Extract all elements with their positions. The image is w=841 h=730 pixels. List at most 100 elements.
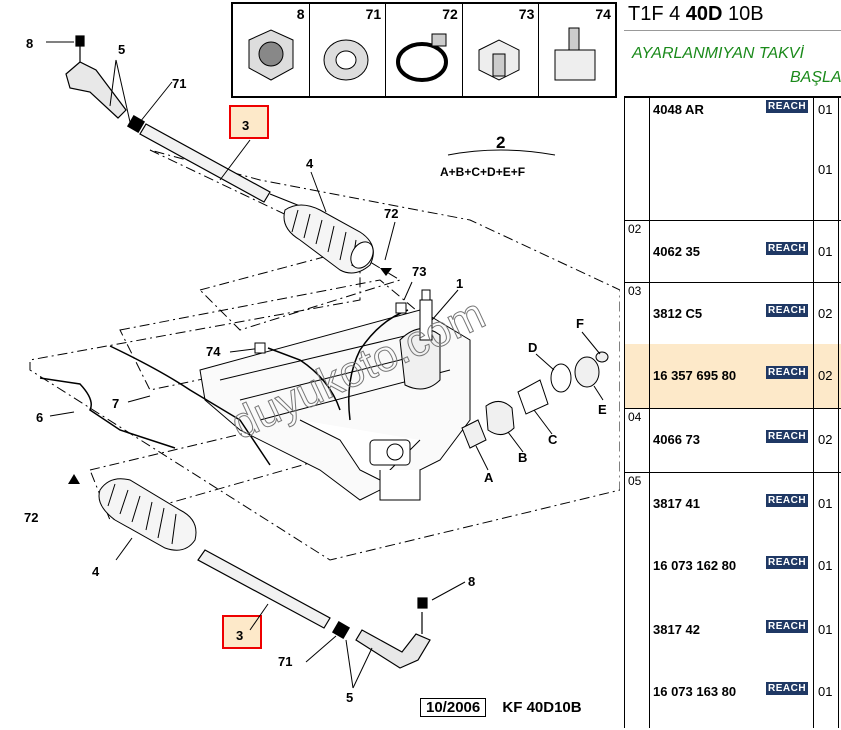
nut-icon xyxy=(248,29,294,81)
lower-boot xyxy=(98,478,197,551)
parts-group-highlighted: 16 357 695 80 REACH 02 xyxy=(624,344,841,409)
reach-badge: REACH xyxy=(766,494,809,507)
header-line-2: BAŞLA xyxy=(790,69,841,86)
part-qty: 01 xyxy=(818,244,833,259)
callout-label: 72 xyxy=(384,206,398,221)
parts-group: 03 3812 C5 REACH 02 xyxy=(624,282,841,344)
callout-label: F xyxy=(576,316,584,331)
part-qty: 01 xyxy=(818,496,833,511)
clip-icon xyxy=(478,39,520,81)
thumbnail-74[interactable]: 74 xyxy=(539,4,615,96)
callout-label: D xyxy=(528,340,537,355)
panel-header: AYARLANMIYAN TAKVİ BAŞLA xyxy=(624,30,841,97)
callout-label: 4 xyxy=(92,564,100,579)
group-number: 03 xyxy=(628,284,642,298)
part-qty: 02 xyxy=(818,306,833,321)
part-number[interactable]: 4048 AR xyxy=(653,102,704,117)
fastener-thumbnails: 8 71 72 73 74 xyxy=(231,2,617,98)
thumbnail-71[interactable]: 71 xyxy=(310,4,387,96)
callout-label: C xyxy=(548,432,558,447)
column-rule xyxy=(649,96,650,728)
callout-3-upper-box[interactable] xyxy=(229,105,269,139)
title-part-b: 40D xyxy=(685,3,723,25)
steering-gear-housing xyxy=(199,289,471,501)
callout-label: A xyxy=(484,470,494,485)
leader-lines xyxy=(46,41,604,689)
callout-label: 8 xyxy=(26,36,33,51)
group-number: 02 xyxy=(628,222,642,236)
arrow-marker xyxy=(68,474,80,484)
thumbnail-number: 73 xyxy=(518,6,535,22)
title-part-a: T1F 4 xyxy=(628,3,686,25)
header-line-1: AYARLANMIYAN TAKVİ xyxy=(632,45,804,62)
callout-label: 7 xyxy=(112,396,119,411)
part-number[interactable]: 16 073 162 80 xyxy=(653,558,737,573)
parts-table xyxy=(624,96,841,730)
part-number[interactable]: 4066 73 xyxy=(653,432,700,447)
group-number: 05 xyxy=(628,474,642,488)
thumbnail-73[interactable]: 73 xyxy=(463,4,540,96)
part-number[interactable]: 3812 C5 xyxy=(653,306,703,321)
part-qty: 02 xyxy=(818,368,833,383)
part-number[interactable]: 16 357 695 80 xyxy=(653,368,737,383)
title-part-c: 10B xyxy=(722,3,764,25)
callout-label: 6 xyxy=(36,410,43,425)
reach-badge: REACH xyxy=(766,682,809,695)
reach-badge: REACH xyxy=(766,366,809,379)
callout-label: 71 xyxy=(172,76,186,91)
part-qty: 02 xyxy=(818,432,833,447)
part-qty: 01 xyxy=(818,622,833,637)
diagram-footer: 10/2006 KF 40D10B xyxy=(420,698,582,717)
ring-nut-icon xyxy=(323,39,369,81)
callout-label[interactable]: 3 xyxy=(236,628,243,643)
callout-label: 5 xyxy=(346,690,353,705)
part-number[interactable]: 3817 42 xyxy=(653,622,700,637)
thumbnail-8[interactable]: 8 xyxy=(233,4,310,96)
reach-badge: REACH xyxy=(766,100,809,113)
thumbnail-number: 72 xyxy=(442,6,458,22)
part-number[interactable]: 3817 41 xyxy=(653,496,700,511)
callout-label: E xyxy=(598,402,607,417)
callout-label: 71 xyxy=(278,654,292,669)
fitting-icon xyxy=(554,27,596,81)
column-rule xyxy=(624,96,625,728)
thumbnail-number: 74 xyxy=(595,6,611,22)
callout-3-lower-box[interactable] xyxy=(222,615,262,649)
pipes xyxy=(39,309,409,466)
reach-badge: REACH xyxy=(766,556,809,569)
part-number[interactable]: 16 073 163 80 xyxy=(653,684,737,699)
group-number: 04 xyxy=(628,410,642,424)
callout-label: 1 xyxy=(456,276,463,291)
reach-badge: REACH xyxy=(766,620,809,633)
upper-boot xyxy=(283,204,374,274)
part-qty: 01 xyxy=(818,558,833,573)
footer-date: 10/2006 xyxy=(420,698,487,717)
callout-label: 73 xyxy=(412,264,426,279)
arrow-marker xyxy=(380,268,392,276)
reach-badge: REACH xyxy=(766,304,809,317)
callout-label: B xyxy=(518,450,527,465)
part-number[interactable]: 4062 35 xyxy=(653,244,700,259)
callout-label[interactable]: 3 xyxy=(242,118,249,133)
thumbnail-72[interactable]: 72 xyxy=(386,4,463,96)
column-rule xyxy=(838,96,839,728)
callout-label: 4 xyxy=(306,156,314,171)
callout-label: 8 xyxy=(468,574,475,589)
part-qty: 01 xyxy=(818,162,833,177)
upper-tie-rod xyxy=(65,35,301,207)
reach-badge: REACH xyxy=(766,242,809,255)
thumbnail-number: 8 xyxy=(296,6,305,22)
part-qty: 01 xyxy=(818,684,833,699)
callout-label: 5 xyxy=(118,42,125,57)
part-qty: 01 xyxy=(818,102,833,117)
column-rule xyxy=(813,96,814,728)
callout-label: A+B+C+D+E+F xyxy=(440,165,525,179)
lower-tie-rod xyxy=(197,549,431,669)
box-marker-74 xyxy=(254,342,266,354)
parts-group: 02 4062 35 REACH 01 xyxy=(624,220,841,283)
parts-group: 05 3817 41 REACH 01 16 073 162 80 REACH … xyxy=(624,472,841,728)
panel-title: T1F 4 40D 10B xyxy=(628,3,764,26)
callout-label: 74 xyxy=(206,344,221,359)
